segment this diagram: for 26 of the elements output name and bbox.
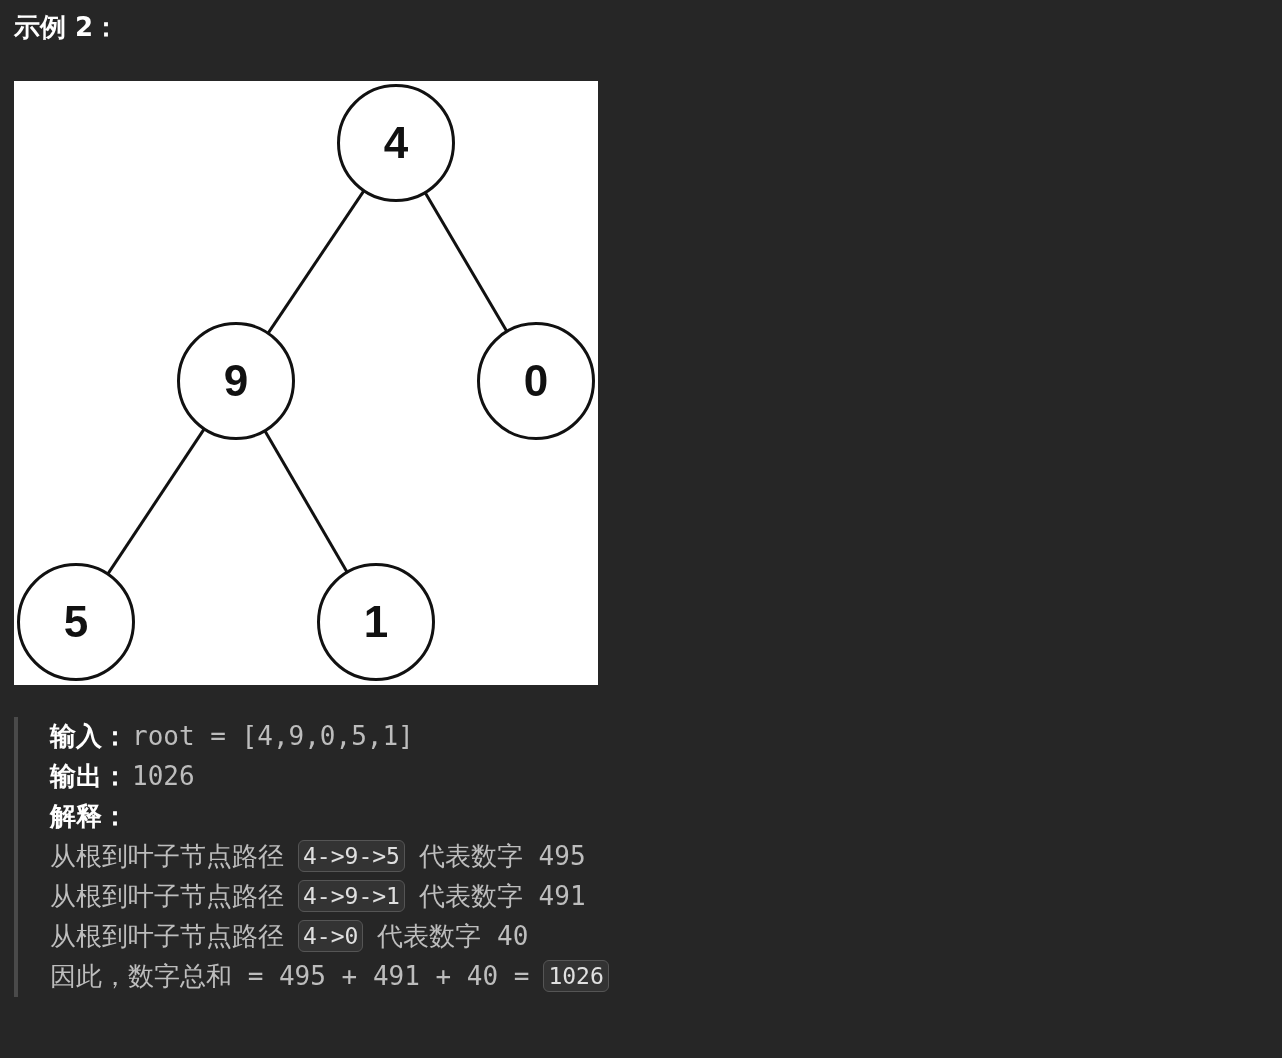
explanation-text: 代表数字 40 — [377, 919, 529, 953]
explanation-text: root = [4,9,0,5,1] — [132, 721, 414, 751]
inline-code: 4->9->5 — [298, 840, 405, 872]
explanation-text: 代表数字 491 — [418, 879, 586, 913]
tree-edge-line — [424, 192, 508, 332]
node-value: 0 — [523, 356, 549, 406]
inline-code: 1026 — [543, 960, 609, 992]
inline-code: 4->9->1 — [298, 880, 405, 912]
field-label: 输出： — [50, 759, 128, 793]
explanation-text: 从根到叶子节点路径 — [50, 839, 284, 873]
tree-edge-line — [106, 428, 206, 575]
inline-code: 4->0 — [298, 920, 364, 952]
field-label: 解释： — [50, 799, 128, 833]
explanation-text: 代表数字 495 — [418, 839, 586, 873]
explanation-text: 1026 — [132, 761, 195, 791]
node-value: 4 — [383, 118, 409, 168]
tree-edge-line — [263, 430, 349, 573]
explanation-text: 因此，数字总和 = 495 + 491 + 40 = — [50, 959, 530, 993]
heading: 示例 2： — [14, 11, 120, 44]
node-value: 5 — [63, 597, 89, 647]
tree-edge-line — [267, 190, 365, 334]
node-value: 9 — [223, 356, 249, 406]
field-label: 输入： — [50, 719, 128, 753]
node-value: 1 — [363, 597, 389, 647]
explanation-text: 从根到叶子节点路径 — [50, 879, 284, 913]
explanation-text: 从根到叶子节点路径 — [50, 919, 284, 953]
